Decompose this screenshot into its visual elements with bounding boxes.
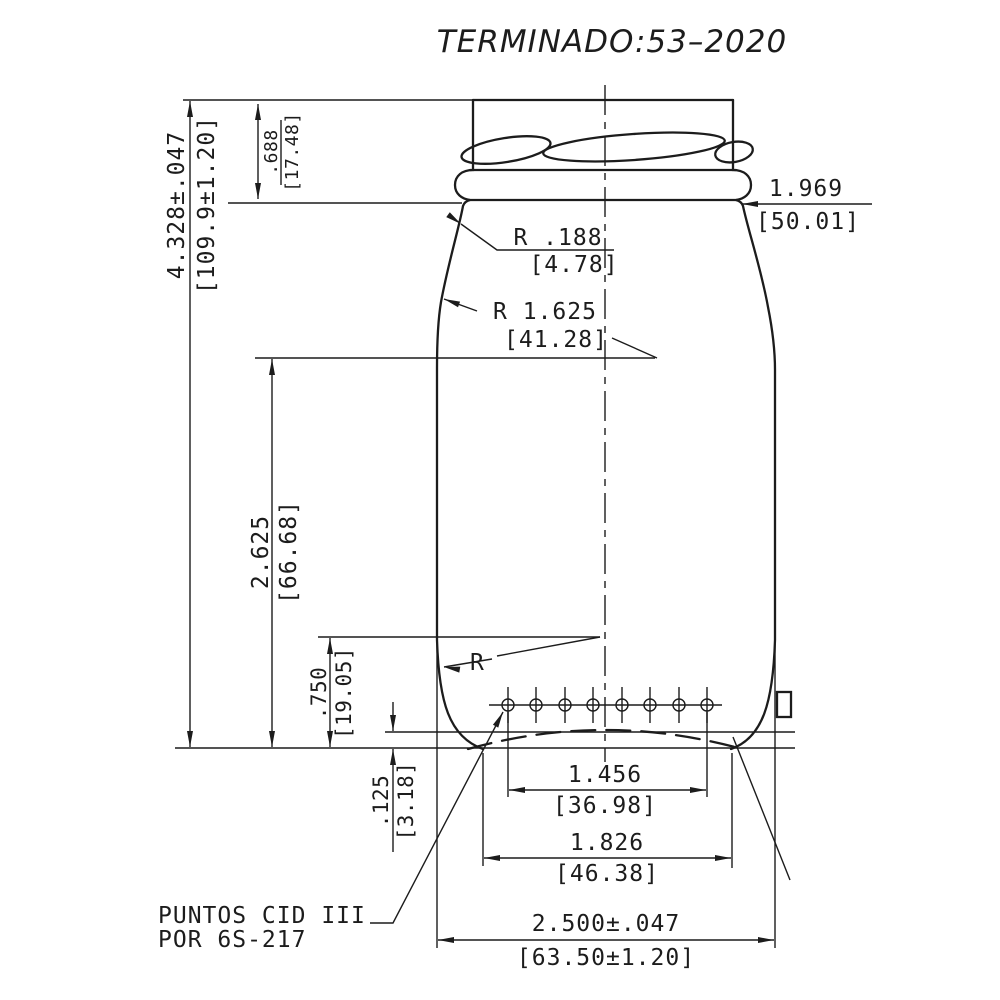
point-marks [501, 687, 714, 723]
neck-dia-mm: [50.01] [756, 209, 860, 235]
pushup-in: .125 [369, 775, 393, 828]
collar-radius-in: R .188 [513, 225, 602, 251]
leader-lines [370, 212, 658, 924]
pushup-mm: [3.18] [394, 762, 418, 841]
extension-lines [175, 99, 795, 948]
note-line1: PUNTOS CID III [158, 903, 366, 929]
neck-dia-in: 1.969 [769, 176, 843, 202]
puntos-note: PUNTOS CID III POR 6S-217 [158, 903, 366, 953]
jar-left-profile [435, 98, 485, 751]
heel-height-in: .750 [307, 667, 331, 720]
collar-radius-mm: [4.78] [529, 252, 618, 278]
finish-height-in: .688 [261, 129, 282, 174]
dimension-lines [187, 101, 872, 943]
thread-right [714, 140, 754, 164]
pushup-dome-dashed [466, 728, 744, 751]
base-points-row [489, 687, 722, 723]
heel-radius-label: R [470, 650, 485, 676]
drawing-title: TERMINADO:53–2020 [437, 24, 787, 60]
finish-height-mm: [17.48] [282, 112, 303, 191]
shoulder-radius-mm: [41.28] [504, 327, 608, 353]
jar-right-profile [729, 98, 777, 751]
overall-height-mm: [109.9±1.20] [194, 116, 220, 294]
mold-tab [775, 690, 793, 719]
contact-width-in: 1.826 [570, 830, 644, 856]
contact-width-mm: [46.38] [555, 861, 659, 887]
heel-height-mm: [19.05] [332, 647, 356, 739]
body-dia-mm: [63.50±1.20] [517, 945, 695, 971]
body-height-mm: [66.68] [276, 500, 302, 604]
dimension-labels: 4.328±.047 [109.9±1.20] .688 [17.48] 2.6… [164, 112, 860, 971]
overall-height-in: 4.328±.047 [164, 131, 190, 279]
note-line2: POR 6S-217 [158, 927, 306, 953]
points-width-mm: [36.98] [553, 793, 657, 819]
points-width-in: 1.456 [568, 762, 642, 788]
thread-ellipses [460, 131, 754, 165]
thread-left [460, 135, 552, 165]
thread-middle [542, 131, 726, 163]
body-dia-in: 2.500±.047 [532, 911, 680, 937]
shoulder-radius-in: R 1.625 [493, 299, 597, 325]
body-height-in: 2.625 [248, 515, 274, 589]
right-heel-leader [732, 736, 791, 881]
jar-outline [435, 98, 793, 751]
